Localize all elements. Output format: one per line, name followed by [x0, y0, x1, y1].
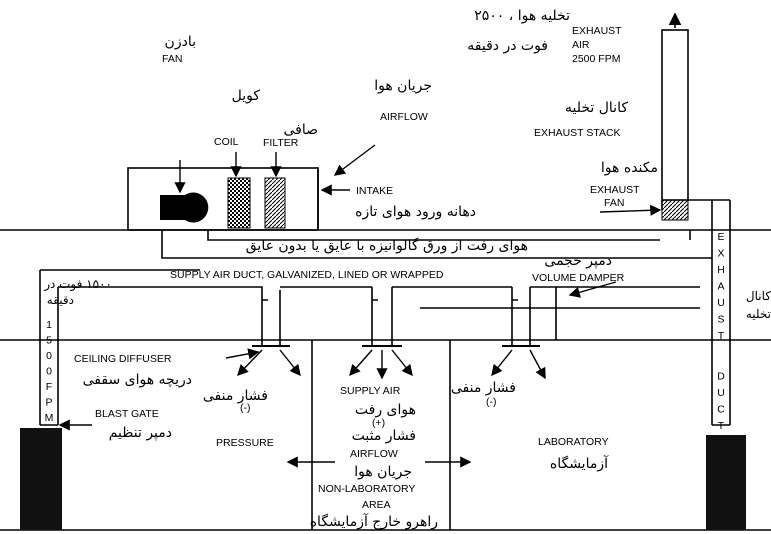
fan-label: FAN — [162, 53, 182, 65]
exhaust-fan-label-2: FAN — [604, 197, 624, 209]
airflow-bottom-label-fa: جریان هوا — [354, 464, 412, 480]
side-exhaust-label-fa-2: تخلیه — [746, 307, 771, 321]
non-lab-label-1: NON-LABORATORY — [318, 483, 415, 495]
exhaust-letters-letter: T — [718, 330, 725, 342]
pressure-label: PRESSURE — [216, 437, 274, 449]
laboratory-label-fa: آزمایشگاه — [550, 455, 609, 472]
airflow-bottom-label: AIRFLOW — [350, 448, 398, 460]
non-lab-label-2: AREA — [362, 499, 391, 511]
pressure-minus-right: (-) — [486, 396, 497, 408]
intake-label-fa: دهانه ورود هوای تازه — [355, 204, 476, 220]
exhaust-letters-letter: C — [717, 404, 725, 416]
branch-3 — [511, 287, 531, 345]
filter-label-fa: صافی — [283, 122, 318, 138]
exhaust-air-label-1: EXHAUST — [572, 25, 622, 37]
pressure-negative-left-fa: فشار منفی — [203, 388, 268, 404]
fpm-letters-letter: F — [46, 381, 52, 393]
exhaust-letters-letter: D — [717, 371, 725, 383]
exhaust-letters-letter: U — [717, 387, 725, 399]
supply-duct-label: SUPPLY AIR DUCT, GALVANIZED, LINED OR WR… — [170, 269, 444, 281]
exhaust-air-label-2: AIR — [572, 39, 590, 51]
pressure-plus: (+) — [372, 417, 385, 429]
exhaust-stack — [661, 29, 689, 201]
coil-label: COIL — [214, 136, 239, 148]
laboratory-label: LABORATORY — [538, 436, 609, 448]
fpm-letters-letter: M — [45, 412, 54, 424]
exhaust-letters-letter: X — [717, 248, 724, 260]
exhaust-letters-letter: E — [717, 231, 724, 243]
exhaust-stack-label: EXHAUST STACK — [534, 127, 621, 139]
exhaust-letters-letter: S — [717, 314, 724, 326]
ceiling-diffuser-label: CEILING DIFFUSER — [74, 353, 172, 365]
fpm-letters-letter: P — [45, 397, 52, 409]
fan-label-fa: بادزن — [165, 34, 196, 50]
exhaust-duct — [711, 200, 731, 425]
ceiling-diffuser-label-fa: دریچه هوای سقفی — [83, 372, 192, 388]
fpm-letters-letter: 0 — [46, 350, 52, 362]
blast-gate-label-fa: دمپر تنظیم — [109, 425, 172, 441]
branch-2 — [371, 287, 393, 345]
coil-icon — [227, 177, 251, 229]
airflow-top-label-fa: جریان هوا — [374, 78, 432, 94]
exhaust-fan-icon — [661, 199, 689, 221]
supply-duct-bottom — [58, 286, 263, 290]
volume-damper-label: VOLUME DAMPER — [532, 272, 625, 284]
duct-fpm-label-fa-2: دقیقه — [47, 293, 74, 307]
hood-right — [706, 435, 746, 530]
fpm-letters-letter: 0 — [46, 366, 52, 378]
exhaust-letters-letter: U — [717, 297, 725, 309]
exhaust-letters-letter: T — [718, 420, 725, 432]
fpm-letters-letter: 1 — [46, 319, 52, 331]
exhaust-air-label-fa-1: تخلیه هوا ، ۲۵۰۰ — [474, 8, 570, 24]
airflow-top-label: AIRFLOW — [380, 111, 428, 123]
fan-icon — [160, 192, 209, 223]
exhaust-stack-label-fa: کانال تخلیه — [565, 100, 628, 116]
blast-gate-label: BLAST GATE — [95, 408, 159, 420]
exhaust-letters-letter: H — [717, 264, 725, 276]
supply-duct-label-fa: هوای رفت از ورق گالوانیزه با عایق یا بدو… — [246, 237, 528, 254]
exhaust-letters-letter: A — [717, 281, 724, 293]
intake-label: INTAKE — [356, 185, 393, 197]
exhaust-fan-label-1: EXHAUST — [590, 184, 640, 196]
non-lab-label-fa: راهرو خارج آزمایشگاه — [310, 513, 438, 530]
supply-duct-top — [161, 230, 712, 259]
filter-icon — [264, 177, 286, 229]
coil-label-fa: کویل — [232, 88, 261, 104]
exhaust-air-label-3: 2500 FPM — [572, 53, 620, 65]
hood-left — [20, 428, 62, 530]
filter-label: FILTER — [263, 137, 299, 149]
volume-damper-label-fa: دمپر حجمی — [544, 253, 612, 269]
supply-air-label: SUPPLY AIR — [340, 385, 401, 397]
fpm-letters-letter: 5 — [46, 335, 52, 347]
branch-1 — [261, 290, 281, 345]
pressure-positive-fa: فشار مثبت — [352, 428, 416, 444]
supply-air-label-fa: هوای رفت — [355, 402, 416, 418]
duct-fpm-label-fa-1: ۱۵۰۰ فوت در — [43, 277, 112, 292]
exhaust-fan-label-fa: مکنده هوا — [601, 160, 658, 176]
pressure-minus-left: (-) — [240, 402, 251, 414]
side-exhaust-label-fa-1: کانال — [746, 289, 771, 303]
exhaust-air-label-fa-2: فوت در دقیقه — [467, 38, 548, 54]
pressure-negative-right-fa: فشار منفی — [451, 380, 516, 396]
air-handler-box — [127, 167, 319, 231]
